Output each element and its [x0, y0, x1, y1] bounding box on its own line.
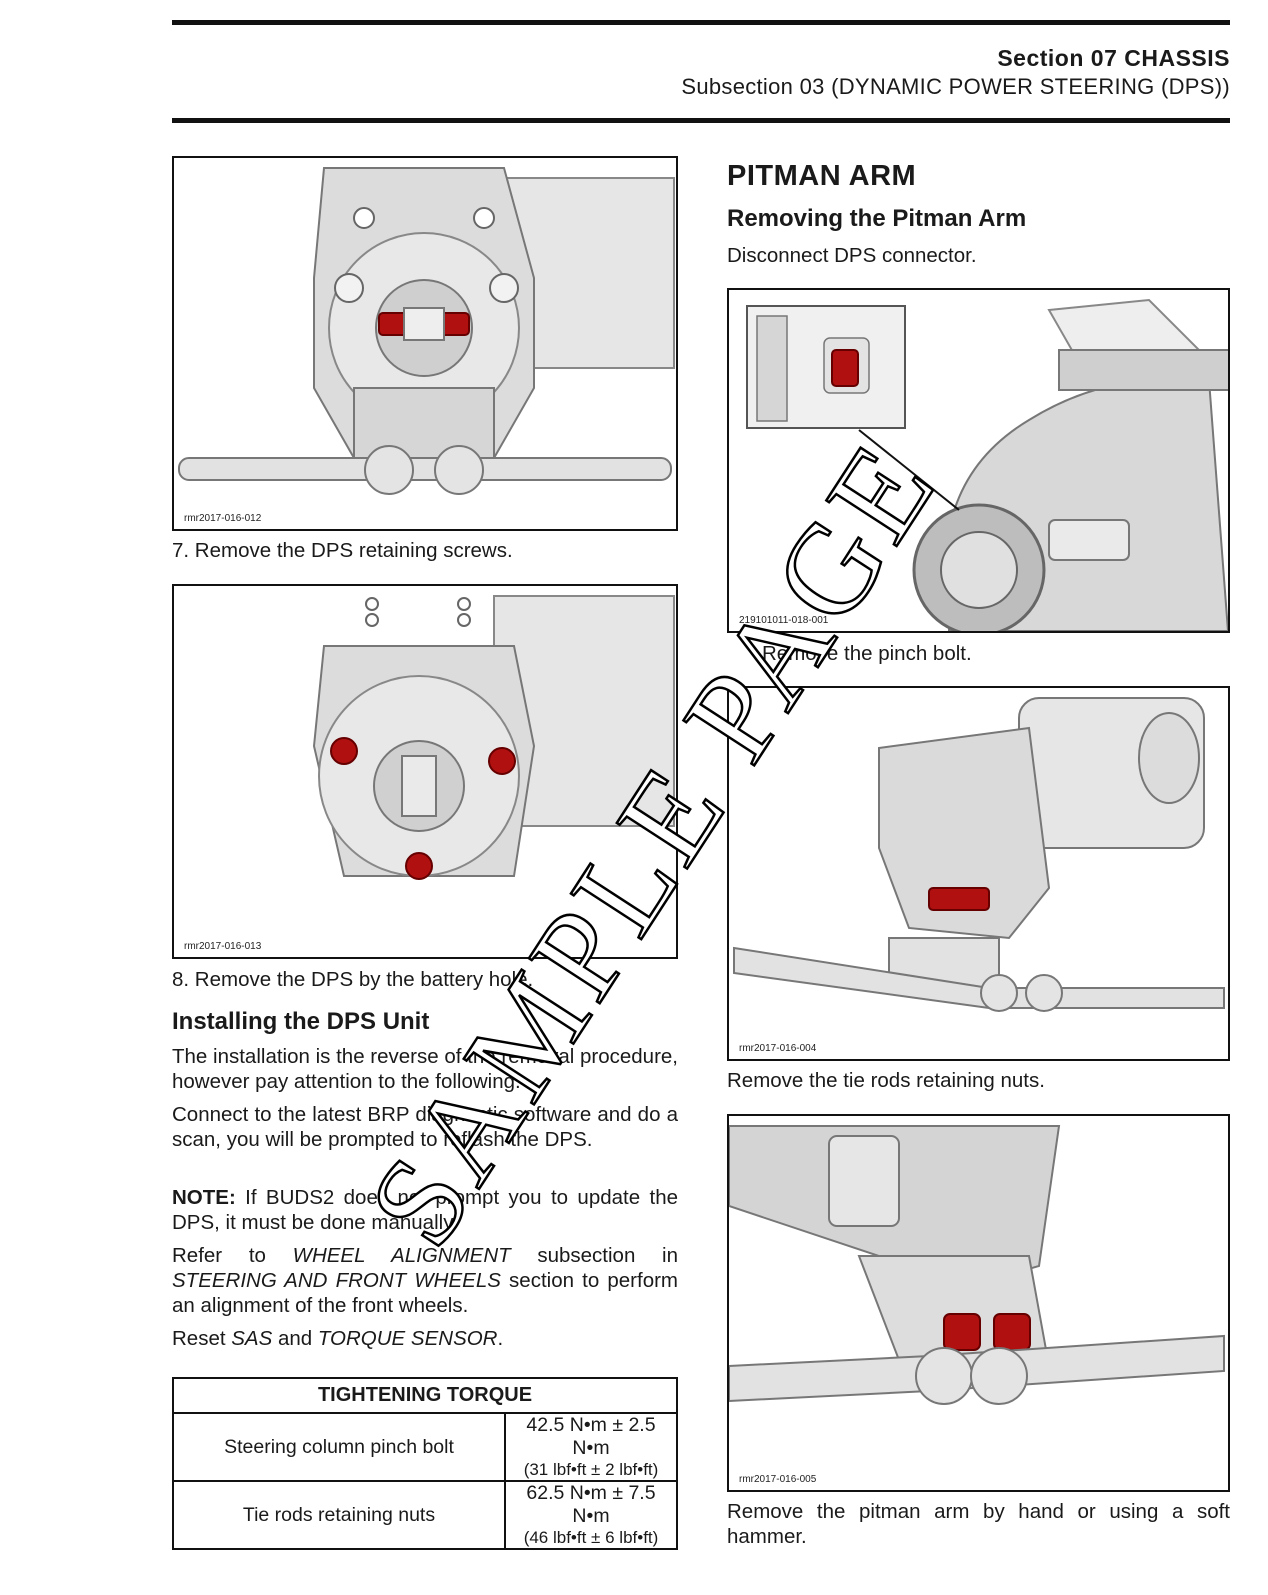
- torque-value: 62.5 N•m ± 7.5 N•m: [526, 1482, 656, 1527]
- figure-id: rmr2017-016-004: [737, 1043, 819, 1054]
- section-title: Section 07 CHASSIS: [997, 45, 1230, 71]
- torque-imperial: (31 lbf•ft ± 2 lbf•ft): [523, 1460, 659, 1479]
- dps-front-illustration: [178, 167, 675, 495]
- reset-paragraph: Reset SAS and TORQUE SENSOR.: [172, 1326, 503, 1351]
- pitman-arm-heading: PITMAN ARM: [727, 160, 917, 192]
- refer-paragraph: Refer to WHEEL ALIGNMENT subsection in S…: [172, 1243, 678, 1318]
- header-bottom-rule: [172, 118, 1230, 123]
- table-title: TIGHTENING TORQUE: [172, 1377, 678, 1414]
- note-paragraph: NOTE: If BUDS2 does not prompt you to up…: [172, 1185, 678, 1235]
- figure-dps-retaining-screws: rmr2017-016-013: [172, 584, 678, 959]
- step-pitman-arm: Remove the pitman arm by hand or using a…: [727, 1500, 1230, 1548]
- table-row: Steering column pinch bolt 42.5 N•m ± 2.…: [172, 1412, 678, 1482]
- scan-paragraph: Connect to the latest BRP diagnostic sof…: [172, 1103, 678, 1151]
- torque-value-cell: 42.5 N•m ± 2.5 N•m (31 lbf•ft ± 2 lbf•ft…: [504, 1412, 678, 1482]
- table-row: Tie rods retaining nuts 62.5 N•m ± 7.5 N…: [172, 1480, 678, 1550]
- dps-screws-illustration: [312, 595, 675, 880]
- ref-sas: SAS: [231, 1327, 273, 1350]
- figure-dps-front-view: rmr2017-016-012: [172, 156, 678, 531]
- tightening-torque-table: TIGHTENING TORQUE Steering column pinch …: [172, 1377, 678, 1550]
- ref-torque-sensor: TORQUE SENSOR: [317, 1327, 498, 1350]
- torque-item: Tie rods retaining nuts: [172, 1480, 506, 1550]
- tie-rods-illustration: [729, 1125, 1225, 1405]
- dps-unit-illustration: [733, 697, 1225, 1012]
- step-pinch-bolt: Remove the pinch bolt.: [762, 642, 972, 665]
- header-top-rule: [172, 20, 1230, 25]
- refer-text-1: Refer to: [172, 1244, 293, 1267]
- table-header-row: TIGHTENING TORQUE: [172, 1377, 678, 1414]
- step-disconnect: Disconnect DPS connector.: [727, 244, 977, 267]
- step-tie-rods: Remove the tie rods retaining nuts.: [727, 1069, 1045, 1092]
- figure-id: rmr2017-016-013: [182, 941, 264, 952]
- figure-tie-rod-nuts: rmr2017-016-005: [727, 1114, 1230, 1492]
- reset-text-3: .: [497, 1327, 504, 1350]
- subsection-title: Subsection 03 (DYNAMIC POWER STEERING (D…: [681, 74, 1230, 99]
- reset-text-2: and: [272, 1327, 318, 1350]
- torque-imperial: (46 lbf•ft ± 6 lbf•ft): [523, 1528, 659, 1547]
- ref-wheel-alignment: WHEEL ALIGNMENT: [292, 1244, 511, 1267]
- torque-item: Steering column pinch bolt: [172, 1412, 506, 1482]
- note-text: If BUDS2 does not prompt you to update t…: [172, 1186, 678, 1234]
- install-paragraph: The installation is the reverse of the r…: [172, 1045, 678, 1093]
- step-8: 8. Remove the DPS by the battery hole.: [172, 968, 534, 991]
- figure-dps-connector-location: 219101011-018-001: [727, 288, 1230, 633]
- step-7: 7. Remove the DPS retaining screws.: [172, 539, 513, 562]
- refer-text-2: subsection in: [510, 1244, 679, 1267]
- torque-value-cell: 62.5 N•m ± 7.5 N•m (46 lbf•ft ± 6 lbf•ft…: [504, 1480, 678, 1550]
- figure-id: rmr2017-016-005: [737, 1474, 819, 1485]
- figure-id: 219101011-018-001: [737, 615, 831, 626]
- ref-steering-front-wheels: STEERING AND FRONT WHEELS: [172, 1269, 501, 1292]
- figure-id: rmr2017-016-012: [182, 513, 264, 524]
- refer-text-3: section to perform an alignment of the f…: [172, 1269, 679, 1317]
- figure-pinch-bolt: rmr2017-016-004: [727, 686, 1230, 1061]
- note-label: NOTE:: [172, 1186, 236, 1209]
- removing-pitman-arm-heading: Removing the Pitman Arm: [727, 205, 1027, 232]
- torque-value: 42.5 N•m ± 2.5 N•m: [526, 1414, 656, 1459]
- reset-text-1: Reset: [172, 1327, 232, 1350]
- vehicle-illustration: [746, 298, 1228, 631]
- install-heading: Installing the DPS Unit: [172, 1008, 430, 1035]
